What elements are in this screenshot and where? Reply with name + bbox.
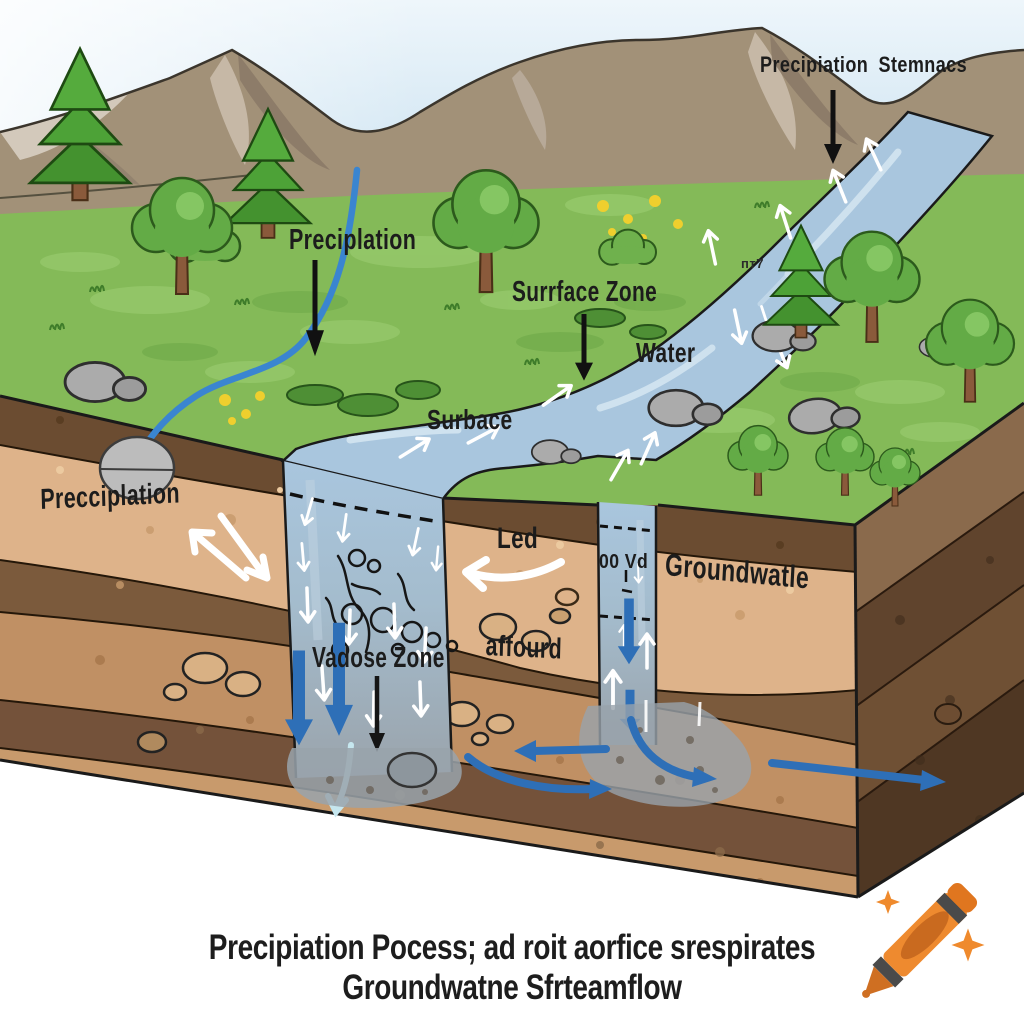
label-vadose-zone: Vadose Zone bbox=[312, 642, 445, 674]
soil-block-outline bbox=[0, 394, 1024, 899]
caption-line-2: Groundwatne Sfrteamflow bbox=[342, 967, 682, 1007]
yellow-flowers bbox=[219, 195, 683, 425]
groundwater-flow-arrows bbox=[464, 716, 946, 799]
label-vd: 00 Vd bbox=[599, 551, 649, 573]
white-exchange-arrows bbox=[188, 512, 271, 582]
well-stone bbox=[98, 435, 176, 501]
label-water: Water bbox=[636, 337, 696, 368]
caption-line-1: Precipiation Pocess; ad roit aorfice sre… bbox=[208, 928, 816, 967]
white-led-arrow bbox=[462, 556, 565, 592]
buried-stones bbox=[136, 587, 580, 754]
label-surface-stream: Surbace bbox=[427, 404, 513, 435]
label-surface-zone: Surrface Zone bbox=[512, 276, 658, 308]
precipitation-path-line bbox=[98, 166, 361, 501]
caption: Precipiation Pocess; ad roit aorfice sre… bbox=[0, 928, 1024, 1008]
black-seep-arrow bbox=[369, 676, 385, 752]
label-stream-marks: пт7 bbox=[741, 256, 764, 271]
label-affourd: affourd bbox=[485, 630, 563, 666]
sparkle-icon bbox=[876, 890, 900, 914]
label-led: Led bbox=[497, 522, 539, 555]
label-precipitation-streams: Precipiation Stemnacs bbox=[760, 52, 968, 77]
label-precipitation-underground: Precciplation bbox=[39, 477, 181, 516]
label-precipitation-upper: Preciplation bbox=[289, 224, 417, 256]
crayon-icon bbox=[862, 882, 978, 998]
grass-bushes bbox=[286, 308, 667, 417]
